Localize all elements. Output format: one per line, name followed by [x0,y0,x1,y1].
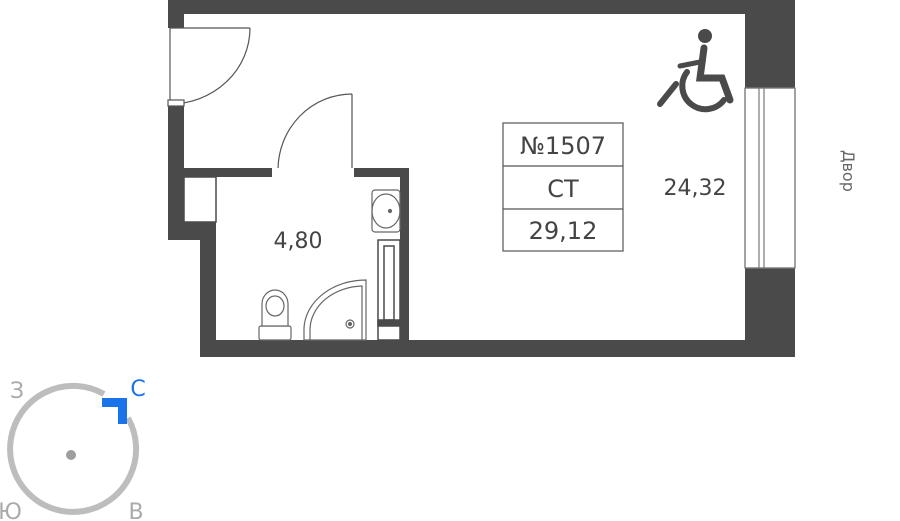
wheelchair-icon [657,29,734,113]
living-room-area: 24,32 [664,176,727,201]
riser [377,239,401,341]
compass-north-label: С [130,377,145,402]
sink [371,189,401,233]
compass: С З В Ю [0,377,146,521]
compass-south-label: Ю [0,500,22,521]
apartment-type: СТ [547,175,579,203]
bathroom-area: 4,80 [274,229,323,254]
toilet [258,289,292,341]
entrance-door [167,27,251,107]
apartment-info-box: №1507 СТ 29,12 [502,122,624,252]
window [744,87,796,269]
apartment-total-area: 29,12 [529,217,598,245]
compass-west-label: З [10,379,24,404]
compass-east-label: В [128,500,143,521]
interior-walls [183,168,409,340]
shower-tray [303,279,367,341]
courtyard-side-label: Двор [839,150,858,192]
compass-north-marker [102,398,127,424]
outer-walls [168,0,795,357]
apartment-number: №1507 [520,132,606,160]
bathroom-door [272,93,354,177]
